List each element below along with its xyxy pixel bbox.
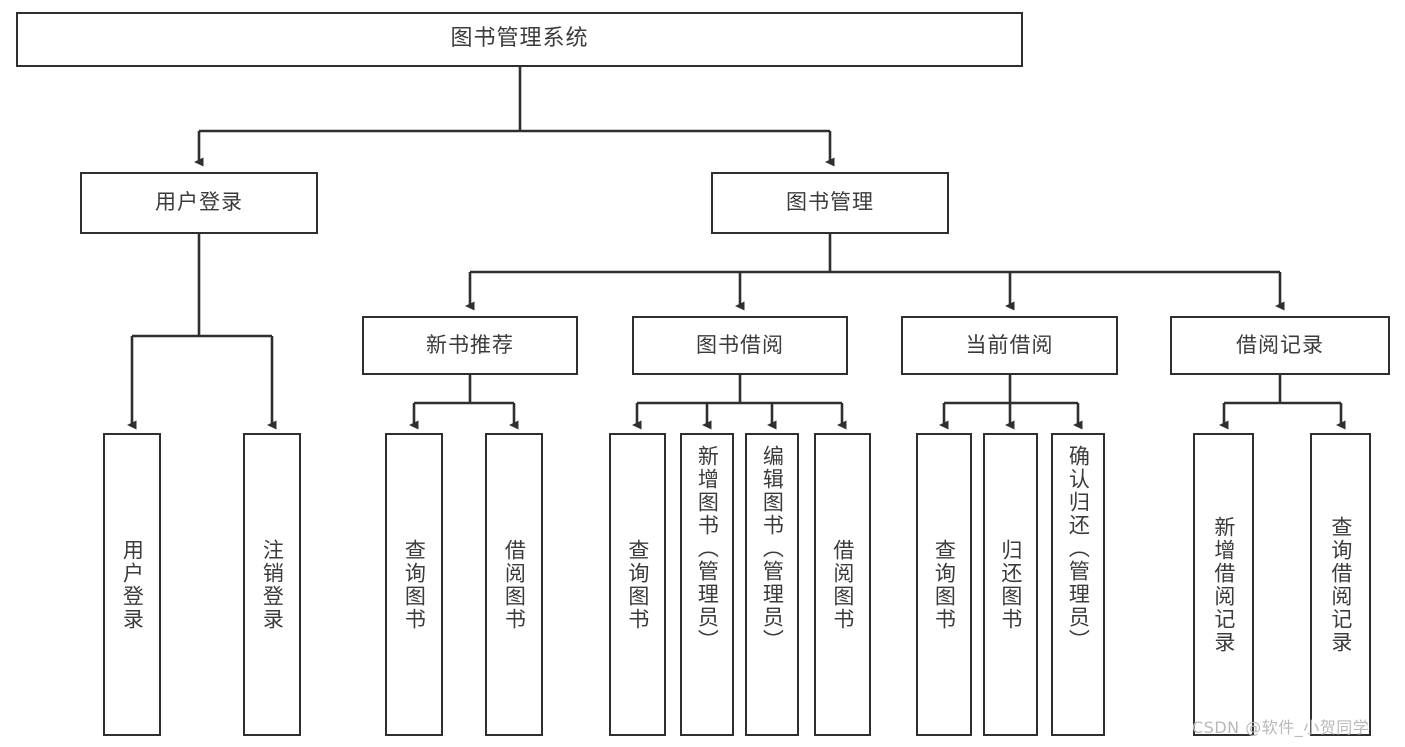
node-label: 查询图书 [932, 538, 957, 631]
node-label: 新增借阅记录 [1211, 515, 1236, 654]
node-borrow-record[interactable]: 借阅记录 [1170, 316, 1390, 375]
node-label: 确认归还（管理员） [1066, 445, 1091, 652]
leaf-current-borrow-confirm-return[interactable]: 确认归还（管理员） [1051, 433, 1105, 736]
node-label: 新书推荐 [426, 332, 514, 357]
leaf-current-borrow-return[interactable]: 归还图书 [983, 433, 1038, 736]
node-label: 查询图书 [402, 538, 427, 631]
node-label: 图书借阅 [696, 332, 784, 357]
csdn-watermark: CSDN @软件_小贺同学 [1192, 718, 1370, 737]
node-label: 用户登录 [120, 538, 145, 631]
node-book-borrow[interactable]: 图书借阅 [632, 316, 848, 375]
node-label: 借阅图书 [502, 538, 527, 631]
node-label: 图书管理 [786, 190, 874, 215]
node-root-system[interactable]: 图书管理系统 [16, 12, 1023, 67]
leaf-current-borrow-query[interactable]: 查询图书 [916, 433, 972, 736]
node-label: 借阅图书 [830, 538, 855, 631]
node-label: 查询图书 [625, 538, 650, 631]
node-book-management[interactable]: 图书管理 [711, 172, 949, 234]
node-label: 用户登录 [155, 190, 243, 215]
node-new-book-recommend[interactable]: 新书推荐 [362, 316, 578, 375]
leaf-borrow-record-add[interactable]: 新增借阅记录 [1193, 433, 1254, 736]
node-user-login[interactable]: 用户登录 [80, 172, 318, 234]
node-label: 查询借阅记录 [1328, 515, 1353, 654]
node-label: 编辑图书（管理员） [760, 445, 785, 652]
node-current-borrow[interactable]: 当前借阅 [901, 316, 1118, 375]
leaf-book-borrow-query[interactable]: 查询图书 [609, 433, 666, 736]
node-label: 当前借阅 [965, 332, 1054, 357]
leaf-user-login-login[interactable]: 用户登录 [103, 433, 161, 736]
leaf-book-borrow-add[interactable]: 新增图书（管理员） [680, 433, 734, 736]
node-label: 注销登录 [260, 538, 285, 631]
leaf-user-login-logout[interactable]: 注销登录 [243, 433, 301, 736]
leaf-book-borrow-borrow[interactable]: 借阅图书 [814, 433, 871, 736]
node-label: 新增图书（管理员） [695, 445, 720, 652]
leaf-book-borrow-edit[interactable]: 编辑图书（管理员） [745, 433, 799, 736]
leaf-new-book-borrow[interactable]: 借阅图书 [485, 433, 543, 736]
leaf-new-book-query[interactable]: 查询图书 [385, 433, 443, 736]
node-label: 归还图书 [998, 538, 1023, 631]
node-label: 借阅记录 [1236, 332, 1324, 357]
leaf-borrow-record-query[interactable]: 查询借阅记录 [1310, 433, 1371, 736]
node-label: 图书管理系统 [450, 26, 589, 52]
